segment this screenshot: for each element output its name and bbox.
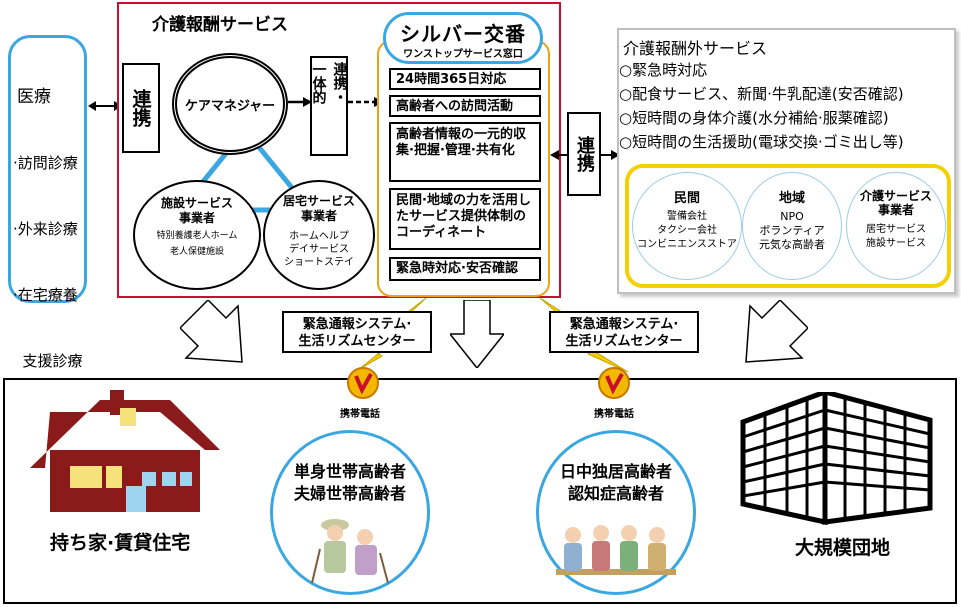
emergency-left-line: 緊急通報システム· [302, 317, 412, 332]
minkan-item: タクシー会社 [657, 225, 717, 236]
non-kaigo-item: ○短時間の生活援助(電球交換·ゴミ出し等) [619, 133, 904, 151]
facility-circle: 施設サービス 事業者 特別養護老人ホーム 老人保健施設 [133, 180, 261, 290]
elderly-couple-illustration [311, 519, 389, 584]
silver-title-box: シルバー交番 ワンストップサービス窓口 [383, 12, 543, 64]
down-arrow-left [180, 300, 243, 363]
circle2-line: 日中独居高齢者 [559, 462, 672, 481]
kaigo-jigyo-title-line: 介護サービス [859, 189, 932, 203]
kaigo-jigyo-items: 居宅サービス 施設サービス [847, 223, 945, 251]
silver-item: 緊急時対応·安否確認 [389, 257, 541, 281]
phone-left-icon [347, 367, 379, 399]
kaigo-jigyo-item: 居宅サービス [866, 224, 926, 235]
medical-item: ·在宅療養 [13, 286, 78, 304]
emergency-label-left: 緊急通報システム· 生活リズムセンター [282, 311, 432, 353]
chiiki-item: 元気な高齢者 [759, 238, 825, 251]
home-items: ホームヘルプ デイサービス ショートステイ [265, 230, 373, 269]
link-label-right: 連携 [567, 112, 601, 196]
link-label-left: 連携 [122, 63, 160, 153]
minkan-item: 警備会社 [667, 211, 707, 222]
down-arrow-center [450, 300, 504, 368]
chiiki-items: NPO ボランティア 元気な高齢者 [743, 210, 841, 252]
non-kaigo-list: ○緊急時対応 ○配食サービス、新聞·牛乳配達(安否確認) ○短時間の身体介護(水… [619, 58, 904, 154]
minkan-circle: 民間 警備会社 タクシー会社 コンビニエンスストア [632, 172, 742, 280]
silver-subtitle: ワンストップサービス窓口 [403, 49, 523, 60]
emergency-right-line: 生活リズムセンター [565, 334, 683, 349]
minkan-item: コンビニエンスストア [637, 239, 737, 250]
home-service-circle: 居宅サービス 事業者 ホームヘルプ デイサービス ショートステイ [263, 180, 375, 290]
integrated-provision-box: 連携・ 一体的 [310, 56, 348, 156]
facility-title: 施設サービス 事業者 [135, 196, 259, 226]
chiiki-circle: 地域 NPO ボランティア 元気な高齢者 [742, 172, 842, 280]
facility-title-line: 事業者 [178, 211, 215, 225]
home-title-line: 事業者 [300, 209, 337, 223]
silver-item: 24時間365日対応 [389, 68, 541, 90]
integrated-col1: 連携・ [331, 62, 348, 104]
phone-right-icon [598, 367, 630, 399]
non-kaigo-item: ○緊急時対応 [619, 61, 708, 79]
kaigo-jigyo-title-line: 事業者 [877, 203, 914, 217]
kaigo-jigyo-circle: 介護サービス 事業者 居宅サービス 施設サービス [846, 172, 946, 280]
kaigo-title: 介護報酬サービス [152, 15, 288, 35]
silver-title: シルバー交番 [400, 22, 526, 46]
kaigo-jigyo-title: 介護サービス 事業者 [847, 189, 945, 217]
home-item: ホームヘルプ [289, 231, 349, 242]
medical-items: ·訪問診療 ·外来診療 ·在宅療養 支援診療 所 [13, 108, 83, 482]
emergency-right-line: 緊急通報システム· [569, 317, 679, 332]
circle2-labels: 日中独居高齢者 認知症高齢者 [539, 461, 693, 505]
elderly-group-illustration [556, 525, 676, 575]
emergency-label-right: 緊急通報システム· 生活リズムセンター [549, 311, 699, 353]
minkan-items: 警備会社 タクシー会社 コンビニエンスストア [633, 210, 741, 252]
single-couple-elderly-circle: 単身世帯高齢者 夫婦世帯高齢者 [270, 430, 430, 595]
danchi-label: 大規模団地 [795, 537, 891, 559]
down-arrow-right [745, 300, 808, 363]
non-kaigo-item: ○配食サービス、新聞·牛乳配達(安否確認) [619, 85, 904, 103]
phone-right-label: 携帯電話 [594, 409, 634, 420]
medical-title: 医療 [17, 87, 51, 107]
chiiki-item: NPO [780, 210, 804, 223]
care-manager-label: ケアマネジャー [184, 98, 276, 114]
minkan-title: 民間 [673, 191, 700, 206]
silver-item: 高齢者情報の一元的収集·把握·管理·共有化 [389, 122, 541, 182]
danchi-building-icon [740, 392, 933, 526]
home-item: ショートステイ [284, 257, 354, 268]
medical-item: ·訪問診療 [13, 154, 78, 172]
silver-item: 高齢者への訪問活動 [389, 95, 541, 117]
circle1-labels: 単身世帯高齢者 夫婦世帯高齢者 [273, 461, 427, 505]
non-kaigo-title: 介護報酬外サービス [623, 39, 768, 58]
non-kaigo-item: ○短時間の身体介護(水分補給·服薬確認) [619, 109, 889, 127]
circle2-line: 認知症高齢者 [567, 484, 664, 503]
medical-box: 医療 ·訪問診療 ·外来診療 ·在宅療養 支援診療 所 [8, 35, 87, 436]
house-icon [30, 390, 220, 512]
silver-item: 民間·地域の力を活用したサービス提供体制のコーディネート [389, 188, 541, 250]
home-item: デイサービス [289, 244, 349, 255]
medical-item: ·外来診療 [13, 220, 78, 238]
circle1-line: 夫婦世帯高齢者 [293, 484, 406, 503]
care-manager-circle: ケアマネジャー [172, 53, 288, 155]
daytime-dementia-elderly-circle: 日中独居高齢者 認知症高齢者 [536, 430, 696, 595]
facility-title-line: 施設サービス [160, 196, 233, 210]
home-title: 居宅サービス 事業者 [265, 194, 373, 224]
chiiki-title: 地域 [778, 191, 805, 206]
facility-items: 特別養護老人ホーム 老人保健施設 [135, 228, 259, 260]
phone-left-label: 携帯電話 [340, 409, 380, 420]
care-to-integrated-arrow [288, 97, 312, 107]
emergency-left-line: 生活リズムセンター [298, 334, 416, 349]
house-label: 持ち家·賃貸住宅 [50, 532, 191, 554]
integrated-col2: 一体的 [310, 62, 327, 104]
chiiki-item: ボランティア [759, 224, 825, 237]
home-title-line: 居宅サービス [282, 194, 355, 208]
circle1-line: 単身世帯高齢者 [293, 462, 406, 481]
kaigo-jigyo-item: 施設サービス [866, 238, 926, 249]
facility-item: 特別養護老人ホーム [156, 231, 238, 241]
facility-item: 老人保健施設 [169, 247, 224, 257]
medical-item: 支援診療 [13, 352, 83, 370]
